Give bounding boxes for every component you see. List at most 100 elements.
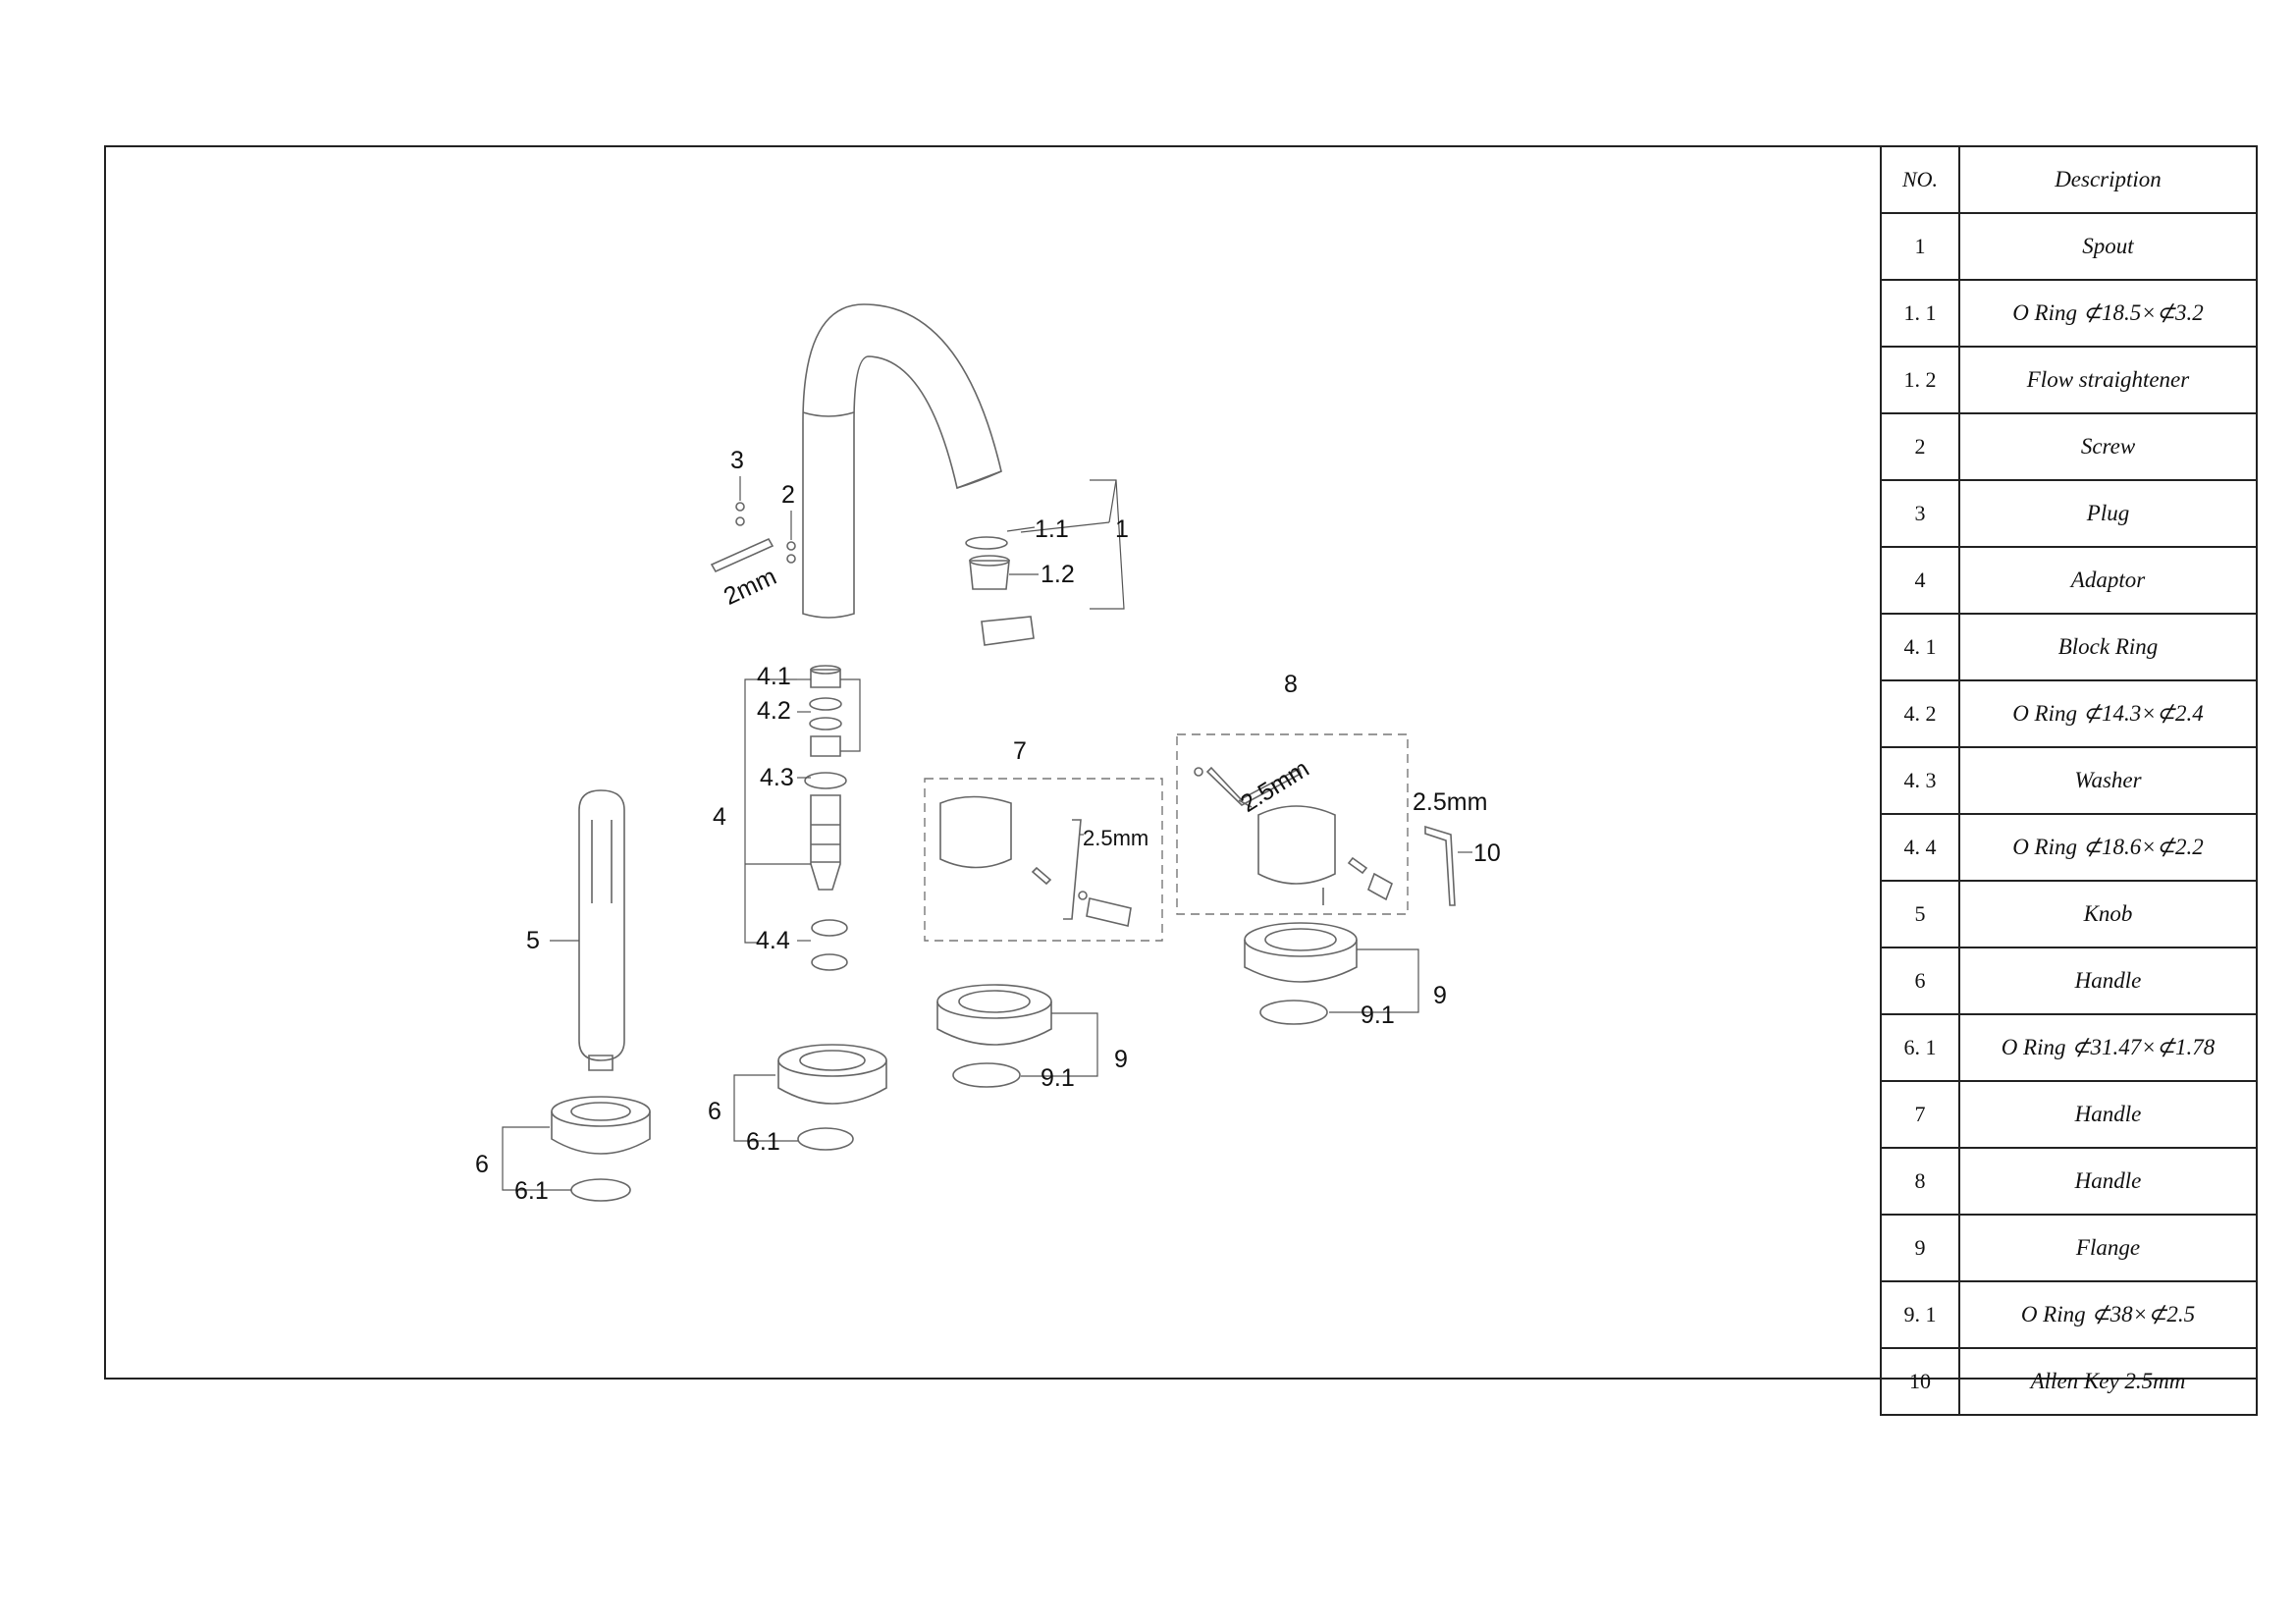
- part-number: 9: [1880, 1214, 1960, 1282]
- part-description: Handle: [1958, 1147, 2258, 1216]
- part-description: O Ring ⊄18.6×⊄2.2: [1958, 813, 2258, 882]
- allen-key-2mm: [710, 537, 774, 573]
- part-description: Flow straightener: [1958, 346, 2258, 414]
- part-number: 4. 4: [1880, 813, 1960, 882]
- allen-key-2mm-label: 2mm: [720, 563, 780, 611]
- part-description: Handle: [1958, 1080, 2258, 1149]
- callout-6-1-middle: 6.1: [746, 1128, 780, 1156]
- callout-9-right: 9: [1433, 982, 1447, 1009]
- handle-7-group: [924, 778, 1163, 942]
- part-number: 1: [1880, 212, 1960, 281]
- part-description: Block Ring: [1958, 613, 2258, 681]
- part-number: 4: [1880, 546, 1960, 615]
- callout-1: 1: [1115, 515, 1129, 543]
- callout-8: 8: [1284, 671, 1298, 698]
- part-number: 4. 1: [1880, 613, 1960, 681]
- hand-shower: [550, 789, 625, 1071]
- part-number: 5: [1880, 880, 1960, 948]
- adaptor-brackets: [744, 678, 861, 944]
- spout-bracket: [1020, 479, 1125, 610]
- spout: [802, 303, 1002, 619]
- part-number: 7: [1880, 1080, 1960, 1149]
- screw: [786, 511, 796, 564]
- allen-key-7-label: 2.5mm: [1083, 826, 1148, 850]
- callout-6-1-left: 6.1: [514, 1177, 549, 1205]
- callout-2: 2: [781, 481, 795, 509]
- part-number: 6: [1880, 947, 1960, 1015]
- part-description: O Ring ⊄14.3×⊄2.4: [1958, 679, 2258, 748]
- part-description: Knob: [1958, 880, 2258, 948]
- exploded-parts-diagram: 1 1.1 1.2 2 3 2mm 4 4.1 4.2 4.3 4.4 5 6 …: [475, 303, 1501, 1205]
- flange-right: [1244, 922, 1419, 1025]
- part-number: 4. 2: [1880, 679, 1960, 748]
- spout-outlet-part: [981, 616, 1035, 646]
- part-number: 1. 2: [1880, 346, 1960, 414]
- callout-10: 10: [1473, 839, 1501, 867]
- part-description: O Ring ⊄18.5×⊄3.2: [1958, 279, 2258, 348]
- callout-9-1-right: 9.1: [1361, 1001, 1395, 1029]
- callout-3: 3: [730, 447, 744, 474]
- part-description: Adaptor: [1958, 546, 2258, 615]
- base-middle: [733, 1044, 887, 1151]
- callout-6-left: 6: [475, 1151, 489, 1178]
- drawing-frame: [104, 145, 2258, 1380]
- o-ring-1-1: [965, 536, 1008, 550]
- parts-table-header: NO. Description: [1880, 145, 2258, 214]
- allen-key-10: [1424, 825, 1472, 906]
- part-number: 8: [1880, 1147, 1960, 1216]
- part-description: Plug: [1958, 479, 2258, 548]
- part-description: O Ring ⊄38×⊄2.5: [1958, 1280, 2258, 1349]
- adaptor-assembly: [804, 665, 848, 971]
- callout-4: 4: [713, 803, 726, 831]
- part-description: Screw: [1958, 412, 2258, 481]
- callout-5: 5: [526, 927, 540, 954]
- plug: [735, 476, 745, 526]
- callout-9-middle: 9: [1114, 1046, 1128, 1073]
- part-number: 1. 1: [1880, 279, 1960, 348]
- callout-4-3: 4.3: [760, 764, 794, 791]
- callout-4-4: 4.4: [756, 927, 790, 954]
- part-description: Flange: [1958, 1214, 2258, 1282]
- callout-1-2: 1.2: [1041, 561, 1075, 588]
- part-description: Handle: [1958, 947, 2258, 1015]
- part-number: 9. 1: [1880, 1280, 1960, 1349]
- callout-7: 7: [1013, 737, 1027, 765]
- part-number: 10: [1880, 1347, 1960, 1416]
- part-number: 4. 3: [1880, 746, 1960, 815]
- part-description: Allen Key 2.5mm: [1958, 1347, 2258, 1416]
- callout-9-1-middle: 9.1: [1041, 1064, 1075, 1092]
- header-description: Description: [1958, 145, 2258, 214]
- part-description: Spout: [1958, 212, 2258, 281]
- callout-6-middle: 6: [708, 1098, 721, 1125]
- callout-4-1: 4.1: [757, 663, 791, 690]
- part-number: 3: [1880, 479, 1960, 548]
- handle-8-group: [1176, 733, 1409, 915]
- part-description: O Ring ⊄31.47×⊄1.78: [1958, 1013, 2258, 1082]
- part-number: 6. 1: [1880, 1013, 1960, 1082]
- allen-key-10-label: 2.5mm: [1413, 788, 1487, 816]
- part-number: 2: [1880, 412, 1960, 481]
- base-left: [502, 1096, 651, 1202]
- part-description: Washer: [1958, 746, 2258, 815]
- callout-4-2: 4.2: [757, 697, 791, 725]
- header-no: NO.: [1880, 145, 1960, 214]
- callout-1-1: 1.1: [1035, 515, 1069, 543]
